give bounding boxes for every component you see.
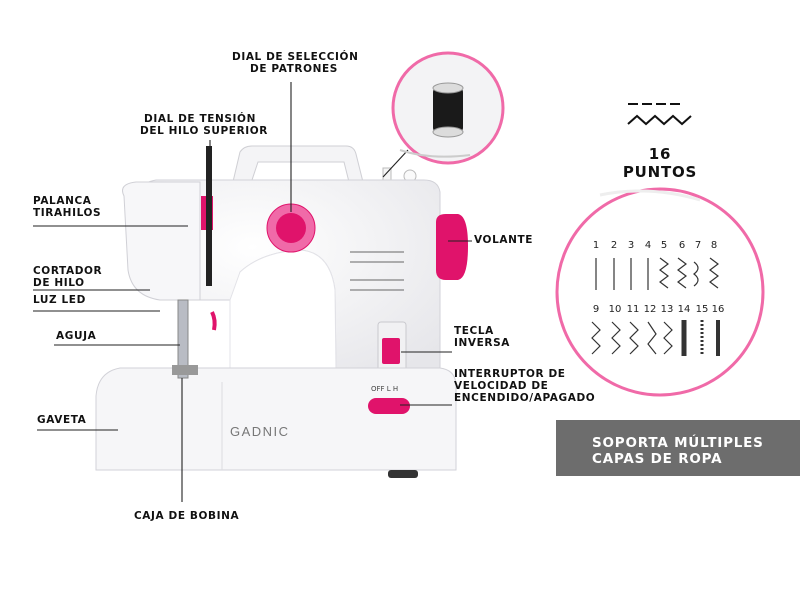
label-cortador: CORTADOR DE HILO — [33, 265, 103, 289]
label-tecla-inversa: TECLA INVERSA — [454, 325, 510, 349]
stitch-number: 4 — [644, 240, 652, 251]
stitch-number: 9 — [592, 304, 600, 315]
stitch-number: 3 — [627, 240, 635, 251]
feature-banner: SOPORTA MÚLTIPLES CAPAS DE ROPA — [556, 420, 800, 476]
stitch-number: 13 — [660, 304, 674, 315]
label-aguja: AGUJA — [56, 330, 97, 342]
label-gaveta: GAVETA — [37, 414, 87, 426]
stitch-number: 7 — [694, 240, 702, 251]
label-volante: VOLANTE — [474, 234, 534, 246]
stitch-number: 11 — [626, 304, 640, 315]
stitch-number: 15 — [695, 304, 709, 315]
label-caja-bobina: CAJA DE BOBINA — [134, 510, 240, 522]
stitch-number: 14 — [677, 304, 691, 315]
stitch-number: 5 — [660, 240, 668, 251]
label-interruptor: INTERRUPTOR DE VELOCIDAD DE ENCENDIDO/AP… — [454, 368, 596, 404]
stitch-number: 10 — [608, 304, 622, 315]
label-palanca: PALANCA TIRAHILOS — [33, 195, 102, 219]
stitch-number: 6 — [678, 240, 686, 251]
feature-banner-text: SOPORTA MÚLTIPLES CAPAS DE ROPA — [592, 435, 764, 467]
puntos-heading: 16 PUNTOS — [622, 145, 698, 181]
label-dial-patrones: DIAL DE SELECCIÓN DE PATRONES — [232, 51, 359, 75]
label-dial-tension: DIAL DE TENSIÓN DEL HILO SUPERIOR — [140, 113, 268, 137]
switch-marks: OFF L H — [371, 385, 399, 393]
stitch-number: 2 — [610, 240, 618, 251]
stitch-number: 12 — [643, 304, 657, 315]
label-luz-led: LUZ LED — [33, 294, 86, 306]
brand-logo-text: GADNIC — [230, 424, 290, 439]
stitch-number: 8 — [710, 240, 718, 251]
stitch-number: 1 — [592, 240, 600, 251]
stitch-number: 16 — [711, 304, 725, 315]
